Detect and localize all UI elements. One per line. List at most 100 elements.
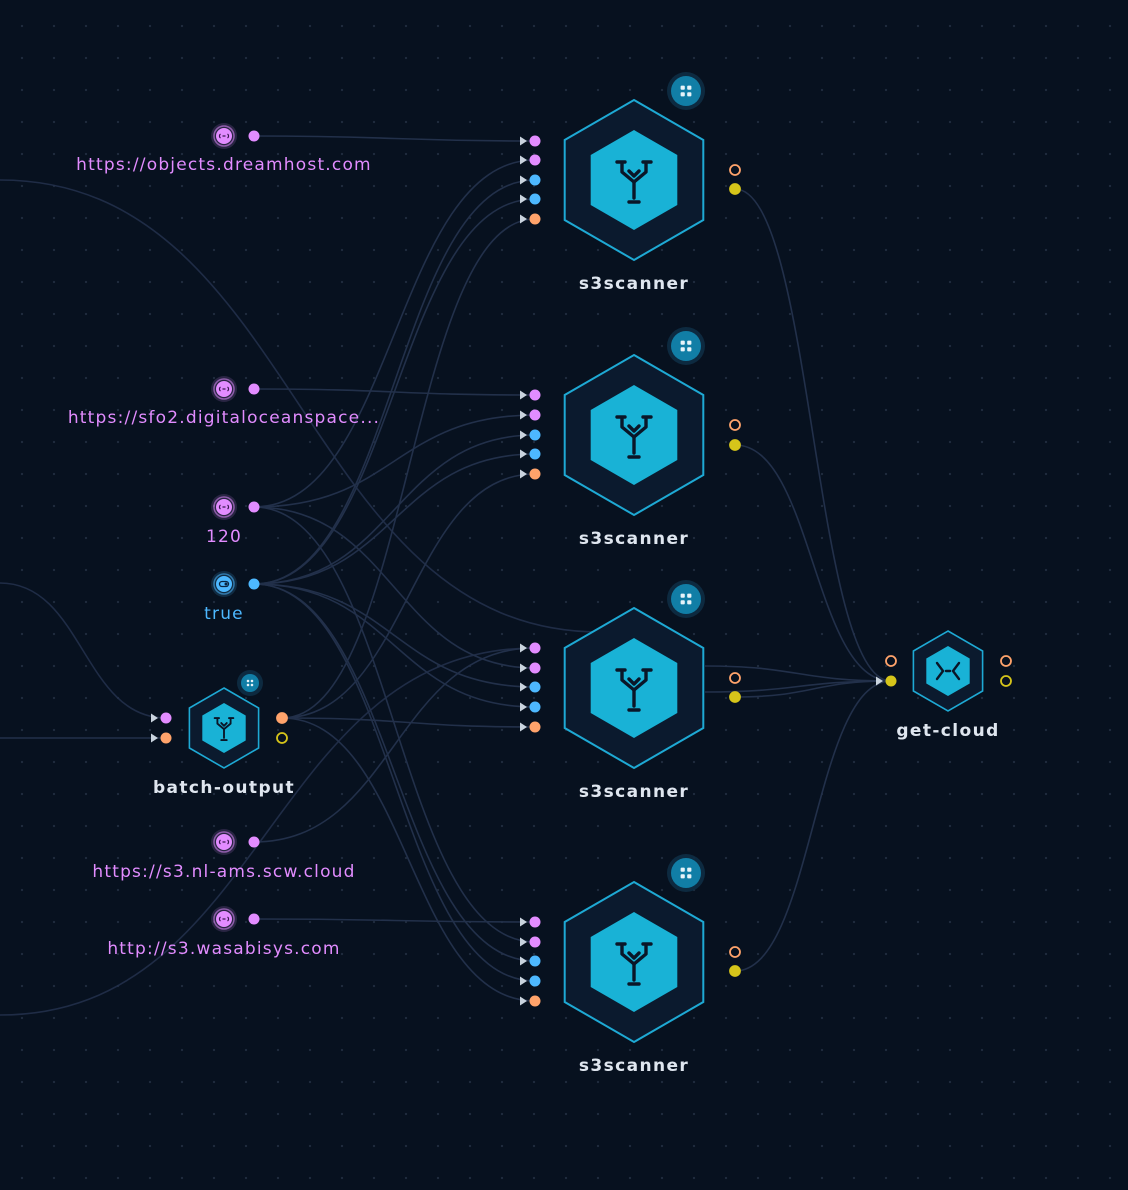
get-cloud-output-status[interactable] (1000, 675, 1012, 687)
s3scanner-3-output-status[interactable] (729, 691, 741, 703)
grid-icon[interactable] (241, 674, 259, 692)
edge-120-to-scanner-2 (253, 414, 536, 508)
edge-offscreen-2 (0, 582, 167, 719)
s3scanner-2-input-1-arrow (520, 390, 527, 400)
s3scanner-3-input-5[interactable] (529, 721, 541, 733)
edge-scanner-4-to-get-cloud (734, 680, 892, 972)
edge-batch-to-scanner-1 (281, 218, 536, 719)
s3scanner-3-input-1[interactable] (529, 642, 541, 654)
edge-dreamhost (253, 135, 536, 142)
edge-offscreen-4 (0, 647, 536, 1016)
s3scanner-4-input-3-arrow (520, 956, 527, 966)
s3scanner-1-output-file[interactable] (729, 164, 741, 176)
merge-icon (935, 661, 961, 681)
get-cloud-input-status-arrow (876, 676, 883, 686)
s3scanner-2-input-4-arrow (520, 449, 527, 459)
input-port-digitalocean[interactable] (248, 383, 260, 395)
s3scanner-2-input-2-arrow (520, 410, 527, 420)
s3scanner-3-input-2[interactable] (529, 662, 541, 674)
input-port-scw[interactable] (248, 836, 260, 848)
s3scanner-2-input-3[interactable] (529, 429, 541, 441)
s3scanner-4-output-file[interactable] (729, 946, 741, 958)
branch-icon (615, 668, 653, 712)
batch-output-output-status[interactable] (276, 732, 288, 744)
s3scanner-1-input-5-arrow (520, 214, 527, 224)
edge-true-b-to-scanner-3 (253, 583, 536, 708)
s3scanner-3-input-3[interactable] (529, 681, 541, 693)
s3scanner-1-input-4-arrow (520, 194, 527, 204)
edge-120-to-scanner-1 (253, 159, 536, 508)
s3scanner-1-input-2[interactable] (529, 154, 541, 166)
toggle-icon[interactable] (216, 576, 232, 592)
s3scanner-2-input-2[interactable] (529, 409, 541, 421)
s3scanner-1-output-status[interactable] (729, 183, 741, 195)
grid-icon[interactable] (671, 584, 701, 614)
s3scanner-3-input-3-arrow (520, 682, 527, 692)
s3scanner-3-input-5-arrow (520, 722, 527, 732)
edge-scanner-1-to-get-cloud (734, 188, 892, 682)
s3scanner-4-input-3[interactable] (529, 955, 541, 967)
s3scanner-2-input-4[interactable] (529, 448, 541, 460)
s3scanner-4-input-5[interactable] (529, 995, 541, 1007)
s3scanner-2-input-5[interactable] (529, 468, 541, 480)
s3scanner-4-label: s3scanner (578, 1056, 690, 1076)
batch-output-input-file-arrow (151, 733, 158, 743)
s3scanner-1-input-1[interactable] (529, 135, 541, 147)
edge-offscreen-1 (0, 179, 601, 633)
input-port-wasabi[interactable] (248, 913, 260, 925)
edge-true-a-to-scanner-4 (253, 583, 536, 962)
s3scanner-3-output-file[interactable] (729, 672, 741, 684)
s3scanner-1-input-3[interactable] (529, 174, 541, 186)
input-label-digitalocean: https://sfo2.digitaloceanspace... (67, 408, 381, 428)
branch-icon (615, 415, 653, 459)
s3scanner-2-label: s3scanner (578, 529, 690, 549)
input-port-120[interactable] (248, 501, 260, 513)
batch-output-input-string-arrow (151, 713, 158, 723)
edge-scanner-3-aux-a (704, 665, 892, 682)
s3scanner-1-input-2-arrow (520, 155, 527, 165)
s3scanner-2-output-file[interactable] (729, 419, 741, 431)
input-port-true[interactable] (248, 578, 260, 590)
s3scanner-1-input-4[interactable] (529, 193, 541, 205)
batch-output-input-file[interactable] (160, 732, 172, 744)
s3scanner-1-input-5[interactable] (529, 213, 541, 225)
s3scanner-4-input-1[interactable] (529, 916, 541, 928)
grid-icon[interactable] (671, 76, 701, 106)
edge-batch-to-scanner-4 (281, 717, 536, 1002)
s3scanner-2-input-3-arrow (520, 430, 527, 440)
input-port-dreamhost[interactable] (248, 130, 260, 142)
get-cloud-output-file[interactable] (1000, 655, 1012, 667)
s3scanner-4-input-2[interactable] (529, 936, 541, 948)
batch-output-output-file[interactable] (276, 712, 288, 724)
grid-icon[interactable] (671, 858, 701, 888)
batch-output-input-string[interactable] (160, 712, 172, 724)
get-cloud-input-status[interactable] (885, 675, 897, 687)
s3scanner-3-label: s3scanner (578, 782, 690, 802)
s3scanner-1-label: s3scanner (578, 274, 690, 294)
input-label-wasabi: http://s3.wasabisys.com (107, 939, 341, 959)
s3scanner-4-output-status[interactable] (729, 965, 741, 977)
node-group (151, 72, 1012, 1044)
s3scanner-3-input-2-arrow (520, 663, 527, 673)
branch-icon (213, 717, 235, 742)
grid-icon[interactable] (671, 331, 701, 361)
input-label-true: true (204, 604, 244, 624)
edge-scw (253, 647, 536, 843)
edge-wasabi (253, 918, 536, 923)
s3scanner-3-input-4-arrow (520, 702, 527, 712)
s3scanner-2-input-1[interactable] (529, 389, 541, 401)
s3scanner-3-input-4[interactable] (529, 701, 541, 713)
get-cloud-input-aux[interactable] (885, 655, 897, 667)
edge-scanner-3-to-get-cloud (734, 680, 892, 698)
s3scanner-2-output-status[interactable] (729, 439, 741, 451)
edge-true-a-to-scanner-2 (253, 434, 536, 585)
edge-true-b-to-scanner-2 (253, 453, 536, 585)
input-label-120: 120 (205, 527, 243, 547)
input-label-scw: https://s3.nl-ams.scw.cloud (92, 862, 356, 882)
edge-true-b-to-scanner-1 (253, 198, 536, 585)
s3scanner-3-input-1-arrow (520, 643, 527, 653)
s3scanner-4-input-4[interactable] (529, 975, 541, 987)
edge-120-to-scanner-4 (253, 506, 536, 943)
